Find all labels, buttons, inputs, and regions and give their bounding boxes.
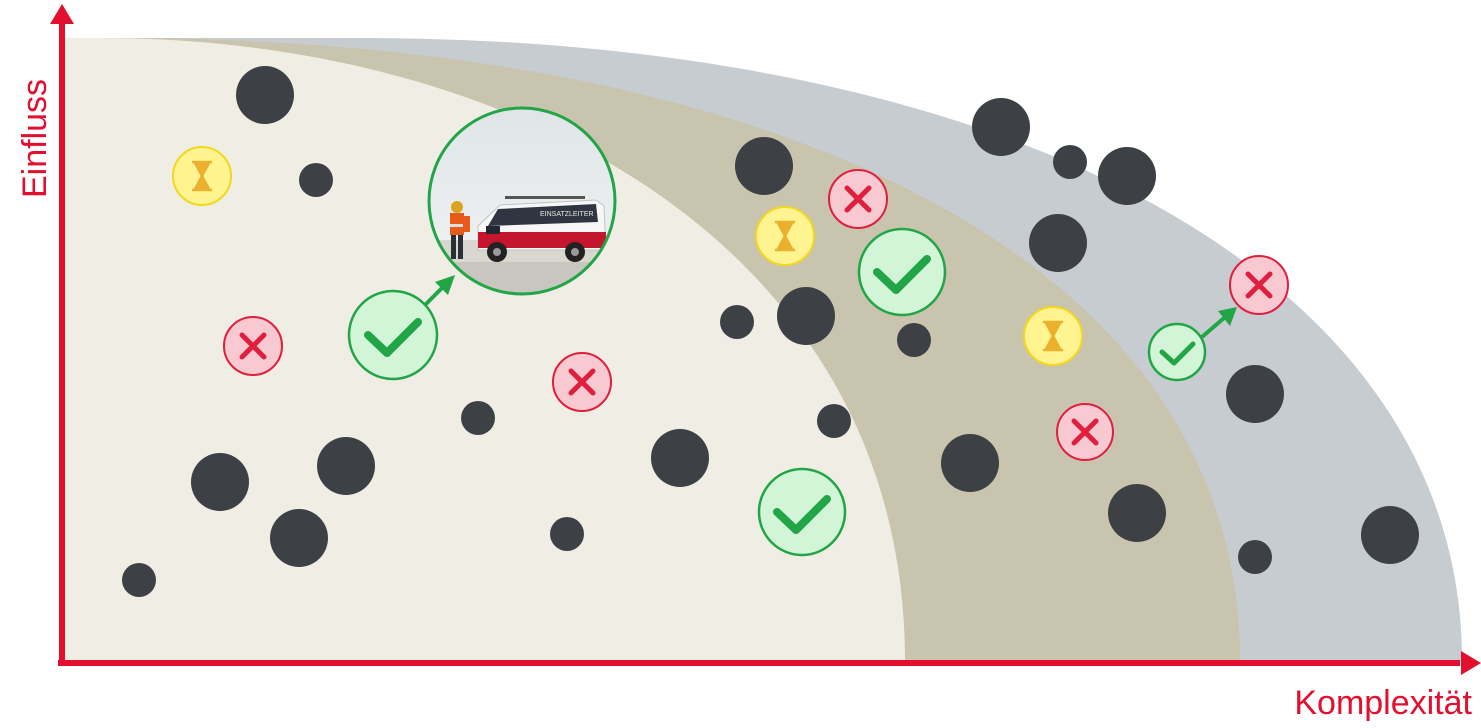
x-axis-arrow — [1461, 651, 1481, 675]
dot — [1053, 145, 1087, 179]
cross-icon — [553, 353, 611, 411]
cross-icon — [224, 317, 282, 375]
dot — [941, 434, 999, 492]
dot — [1098, 147, 1156, 205]
van-lettering: EINSATZLEITER — [540, 211, 594, 218]
cross-icon — [1057, 404, 1113, 460]
dot — [317, 437, 375, 495]
dot — [817, 404, 851, 438]
dot — [735, 137, 793, 195]
dot — [1108, 484, 1166, 542]
dot — [461, 401, 495, 435]
y-axis-arrow — [50, 4, 74, 24]
x-axis-label: Komplexität — [1294, 684, 1472, 722]
hourglass-icon — [173, 147, 231, 205]
dot — [550, 517, 584, 551]
dot — [897, 323, 931, 357]
dot — [270, 509, 328, 567]
dot — [1361, 506, 1419, 564]
hourglass-icon — [756, 207, 814, 265]
dot — [122, 563, 156, 597]
cross-icon — [1230, 256, 1288, 314]
check-icon — [859, 229, 945, 315]
dot — [1238, 540, 1272, 574]
check-icon — [759, 469, 845, 555]
dot — [651, 429, 709, 487]
dot — [1226, 365, 1284, 423]
dot — [720, 305, 754, 339]
dot — [236, 66, 294, 124]
cross-icon — [829, 170, 887, 228]
dot — [1029, 214, 1087, 272]
dot — [777, 287, 835, 345]
check-icon — [349, 291, 437, 379]
hourglass-icon — [1024, 307, 1082, 365]
dot — [299, 163, 333, 197]
dot — [191, 453, 249, 511]
dot — [972, 98, 1030, 156]
check-icon — [1149, 324, 1205, 380]
y-axis-label: Einfluss — [16, 79, 54, 198]
